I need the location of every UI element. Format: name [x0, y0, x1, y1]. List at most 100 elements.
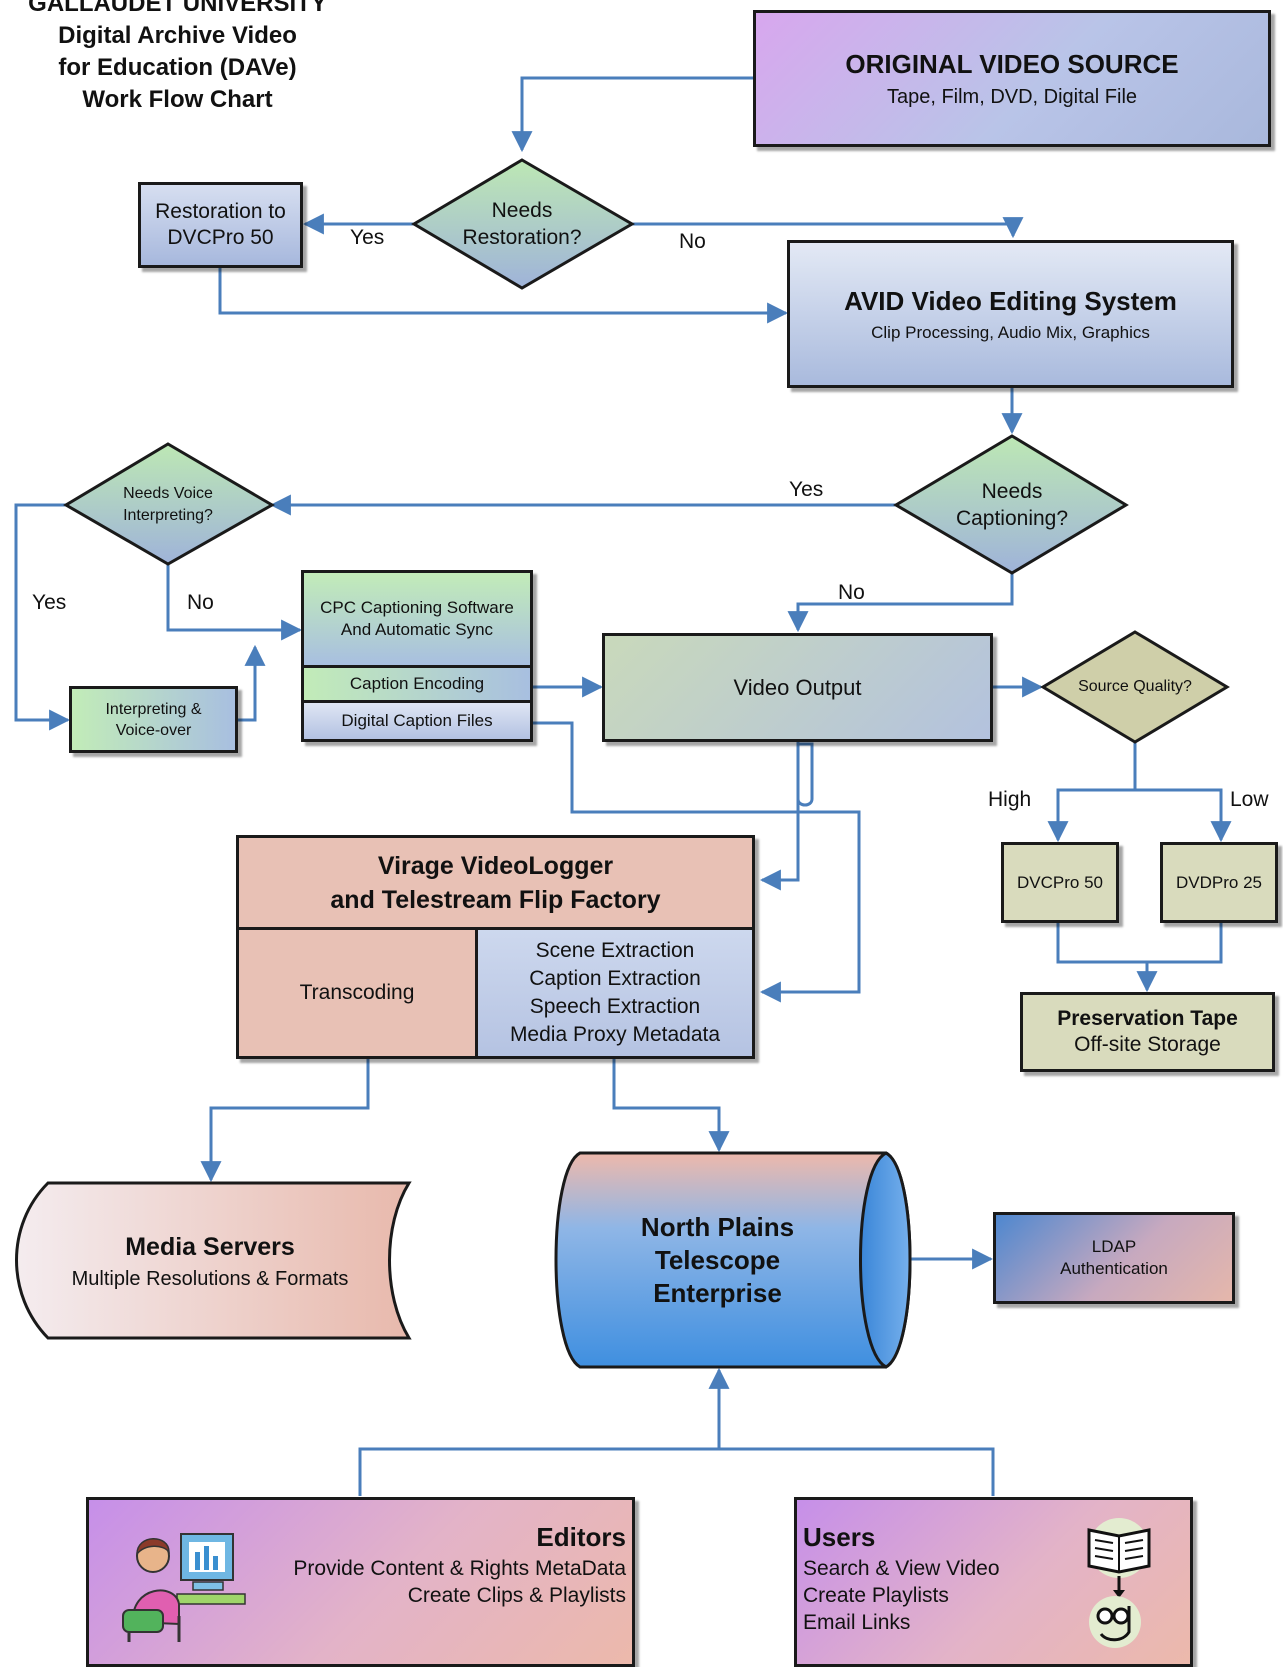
diamond-line: Captioning? — [955, 507, 1069, 530]
users-line: Search & View Video — [803, 1557, 1000, 1580]
cpc-title-line: CPC Captioning Software — [320, 598, 514, 617]
connector-caption-files-to-virage — [532, 721, 861, 1003]
needs-captioning-diamond — [893, 434, 1129, 575]
box-line: LDAP — [1091, 1237, 1137, 1256]
media-servers-label: Media Servers Multiple Resolutions & For… — [30, 1222, 390, 1302]
extraction-line: Scene Extraction — [535, 939, 695, 962]
cylinder-line: Telescope — [654, 1244, 781, 1275]
captioning-yes-label: Yes — [789, 478, 824, 501]
diamond-line: Needs Voice — [123, 485, 213, 502]
box-subtitle: Tape, Film, DVD, Digital File — [886, 85, 1138, 108]
needs-voice-diamond — [63, 442, 276, 566]
ldap-authentication-box: LDAP Authentication — [993, 1212, 1235, 1304]
dvdpro25-box: DVDPro 25 — [1160, 842, 1278, 923]
cylinder-line: Enterprise — [653, 1277, 782, 1308]
users-line: Email Links — [803, 1611, 911, 1634]
virage-videologger-box: Virage VideoLogger and Telestream Flip F… — [236, 835, 755, 1059]
virage-title-cell: Virage VideoLogger and Telestream Flip F… — [239, 838, 752, 930]
connector-quality-branch — [1047, 742, 1137, 843]
media-servers-subtitle: Multiple Resolutions & Formats — [71, 1268, 349, 1290]
needs-restoration-label: Needs Restoration? — [430, 192, 614, 256]
virage-title-line: Virage VideoLogger — [377, 851, 614, 880]
preservation-tape-box: Preservation Tape Off-site Storage — [1020, 992, 1275, 1072]
cylinder-cap — [859, 1151, 912, 1369]
connector-interpreting-to-cpc — [238, 644, 266, 722]
editors-line: Create Clips & Playlists — [407, 1584, 626, 1607]
voice-yes-label: Yes — [32, 591, 67, 614]
box-title: DVDPro 25 — [1176, 872, 1262, 892]
connector-output-to-virage — [762, 742, 814, 880]
users-title: Users — [803, 1522, 876, 1552]
connector-users-join — [719, 1447, 995, 1496]
media-servers-shape — [15, 1181, 412, 1340]
extraction-cell: Scene Extraction Caption Extraction Spee… — [478, 930, 752, 1056]
restoration-yes-label: Yes — [350, 226, 385, 249]
cpc-title-line: And Automatic Sync — [340, 620, 494, 639]
diamond-line: Needs — [491, 199, 553, 222]
connector-dvdpro25-to-preservation — [1147, 922, 1223, 964]
needs-restoration-diamond — [411, 158, 635, 290]
title-line: for Education (DAVe) — [58, 54, 297, 81]
cylinder-line: North Plains — [640, 1211, 795, 1242]
title-line: Work Flow Chart — [82, 86, 273, 113]
extraction-line: Caption Extraction — [529, 967, 701, 990]
digital-caption-files-cell: Digital Caption Files — [304, 703, 530, 739]
box-title: AVID Video Editing System — [844, 285, 1177, 316]
box-line: Authentication — [1060, 1259, 1168, 1278]
captioning-no-label: No — [838, 581, 865, 604]
voice-no-label: No — [187, 591, 214, 614]
interpreting-box: Interpreting & Voice-over — [69, 686, 238, 753]
connector-editors-users-to-telescope — [358, 1367, 730, 1496]
users-line: Create Playlists — [803, 1584, 949, 1607]
connector-voice-no — [166, 565, 303, 641]
needs-voice-label: Needs Voice Interpreting? — [92, 480, 244, 530]
source-quality-diamond — [1040, 630, 1230, 744]
box-subtitle: Clip Processing, Audio Mix, Graphics — [871, 322, 1150, 342]
quality-low-label: Low — [1230, 788, 1269, 811]
box-line: Restoration to — [155, 200, 286, 223]
extraction-line: Speech Extraction — [529, 995, 701, 1018]
original-video-source-box: ORIGINAL VIDEO SOURCE Tape, Film, DVD, D… — [753, 10, 1271, 147]
connector-captioning-no — [787, 570, 1014, 633]
connector-voice-yes — [14, 503, 71, 731]
editors-line: Provide Content & Rights MetaData — [293, 1557, 626, 1580]
editor-at-computer-icon — [122, 1533, 246, 1642]
connector-dvcpro50-to-preservation — [1056, 922, 1158, 993]
reader-book-icon — [1087, 1518, 1151, 1648]
box-title: Preservation Tape — [1057, 1007, 1238, 1030]
box-line: Voice-over — [115, 721, 192, 739]
box-line: Interpreting & — [105, 700, 202, 718]
needs-captioning-label: Needs Captioning? — [930, 474, 1094, 536]
cpc-title-cell: CPC Captioning Software And Automatic Sy… — [304, 573, 530, 668]
connector-restoration-no — [632, 217, 1024, 239]
restoration-no-label: No — [679, 230, 706, 253]
dvcpro50-box: DVCPro 50 — [1001, 842, 1119, 923]
cpc-captioning-box: CPC Captioning Software And Automatic Sy… — [301, 570, 533, 742]
avid-editing-box: AVID Video Editing System Clip Processin… — [787, 240, 1234, 388]
editors-box: Editors Provide Content & Rights MetaDat… — [86, 1497, 635, 1667]
editors-title: Editors — [536, 1522, 626, 1552]
virage-title-line: and Telestream Flip Factory — [330, 885, 661, 914]
diamond-line: Restoration? — [462, 226, 582, 249]
connector-transcoding-to-media — [200, 1059, 370, 1183]
box-subtitle: Off-site Storage — [1074, 1033, 1221, 1056]
transcoding-cell: Transcoding — [239, 930, 478, 1056]
virage-lower: Transcoding Scene Extraction Caption Ext… — [239, 930, 752, 1056]
extraction-line: Media Proxy Metadata — [509, 1023, 721, 1046]
source-quality-label: Source Quality? — [1078, 678, 1192, 695]
caption-encoding-cell: Caption Encoding — [304, 668, 530, 703]
diamond-line: Interpreting? — [123, 507, 213, 524]
box-title: Video Output — [733, 674, 862, 700]
title-line: Digital Archive Video — [58, 22, 297, 49]
diamond-line: Needs — [981, 480, 1043, 503]
box-title: ORIGINAL VIDEO SOURCE — [845, 48, 1179, 79]
connector-virage-to-telescope — [612, 1059, 730, 1153]
north-plains-label: North Plains Telescope Enterprise — [600, 1200, 835, 1320]
users-box: Users Search & View Video Create Playlis… — [794, 1497, 1193, 1667]
connector-quality-low — [1135, 788, 1232, 843]
title-line: GALLAUDET UNIVERSITY — [28, 0, 327, 17]
quality-high-label: High — [988, 788, 1032, 811]
box-line: DVCPro 50 — [167, 226, 274, 249]
box-title: DVCPro 50 — [1017, 872, 1103, 892]
